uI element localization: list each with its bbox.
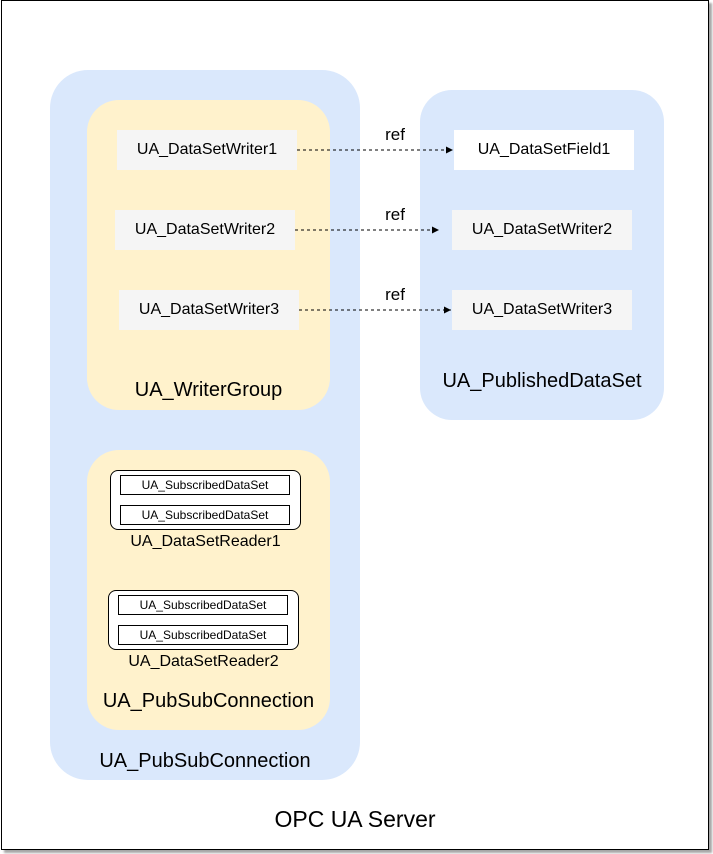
dataset-reader-2-label: UA_DataSetReader2 [128, 653, 279, 670]
published-writer-3: UA_DataSetWriter3 [452, 290, 632, 330]
server-label: OPC UA Server [274, 805, 436, 832]
published-dataset-label: UA_PublishedDataSet [442, 369, 642, 392]
writer-item-2: UA_DataSetWriter2 [115, 210, 295, 250]
reader-connection-label: UA_PubSubConnection [102, 689, 315, 712]
ref-label-1: ref [385, 125, 405, 144]
subscribed-dataset-2b: UA_SubscribedDataSet [118, 625, 288, 645]
ref-label-2: ref [385, 205, 405, 224]
subscribed-dataset-1b: UA_SubscribedDataSet [120, 505, 290, 525]
dataset-field-1: UA_DataSetField1 [454, 130, 634, 170]
writer-item-1: UA_DataSetWriter1 [117, 130, 297, 170]
published-writer-2: UA_DataSetWriter2 [452, 210, 632, 250]
ref-label-3: ref [385, 285, 405, 304]
subscribed-dataset-2a: UA_SubscribedDataSet [118, 595, 288, 615]
subscribed-dataset-1a: UA_SubscribedDataSet [120, 475, 290, 495]
dataset-reader-1-label: UA_DataSetReader1 [130, 533, 281, 550]
writer-item-3: UA_DataSetWriter3 [119, 290, 299, 330]
outer-connection-label: UA_PubSubConnection [99, 749, 311, 772]
writer-group-label: UA_WriterGroup [134, 378, 283, 401]
